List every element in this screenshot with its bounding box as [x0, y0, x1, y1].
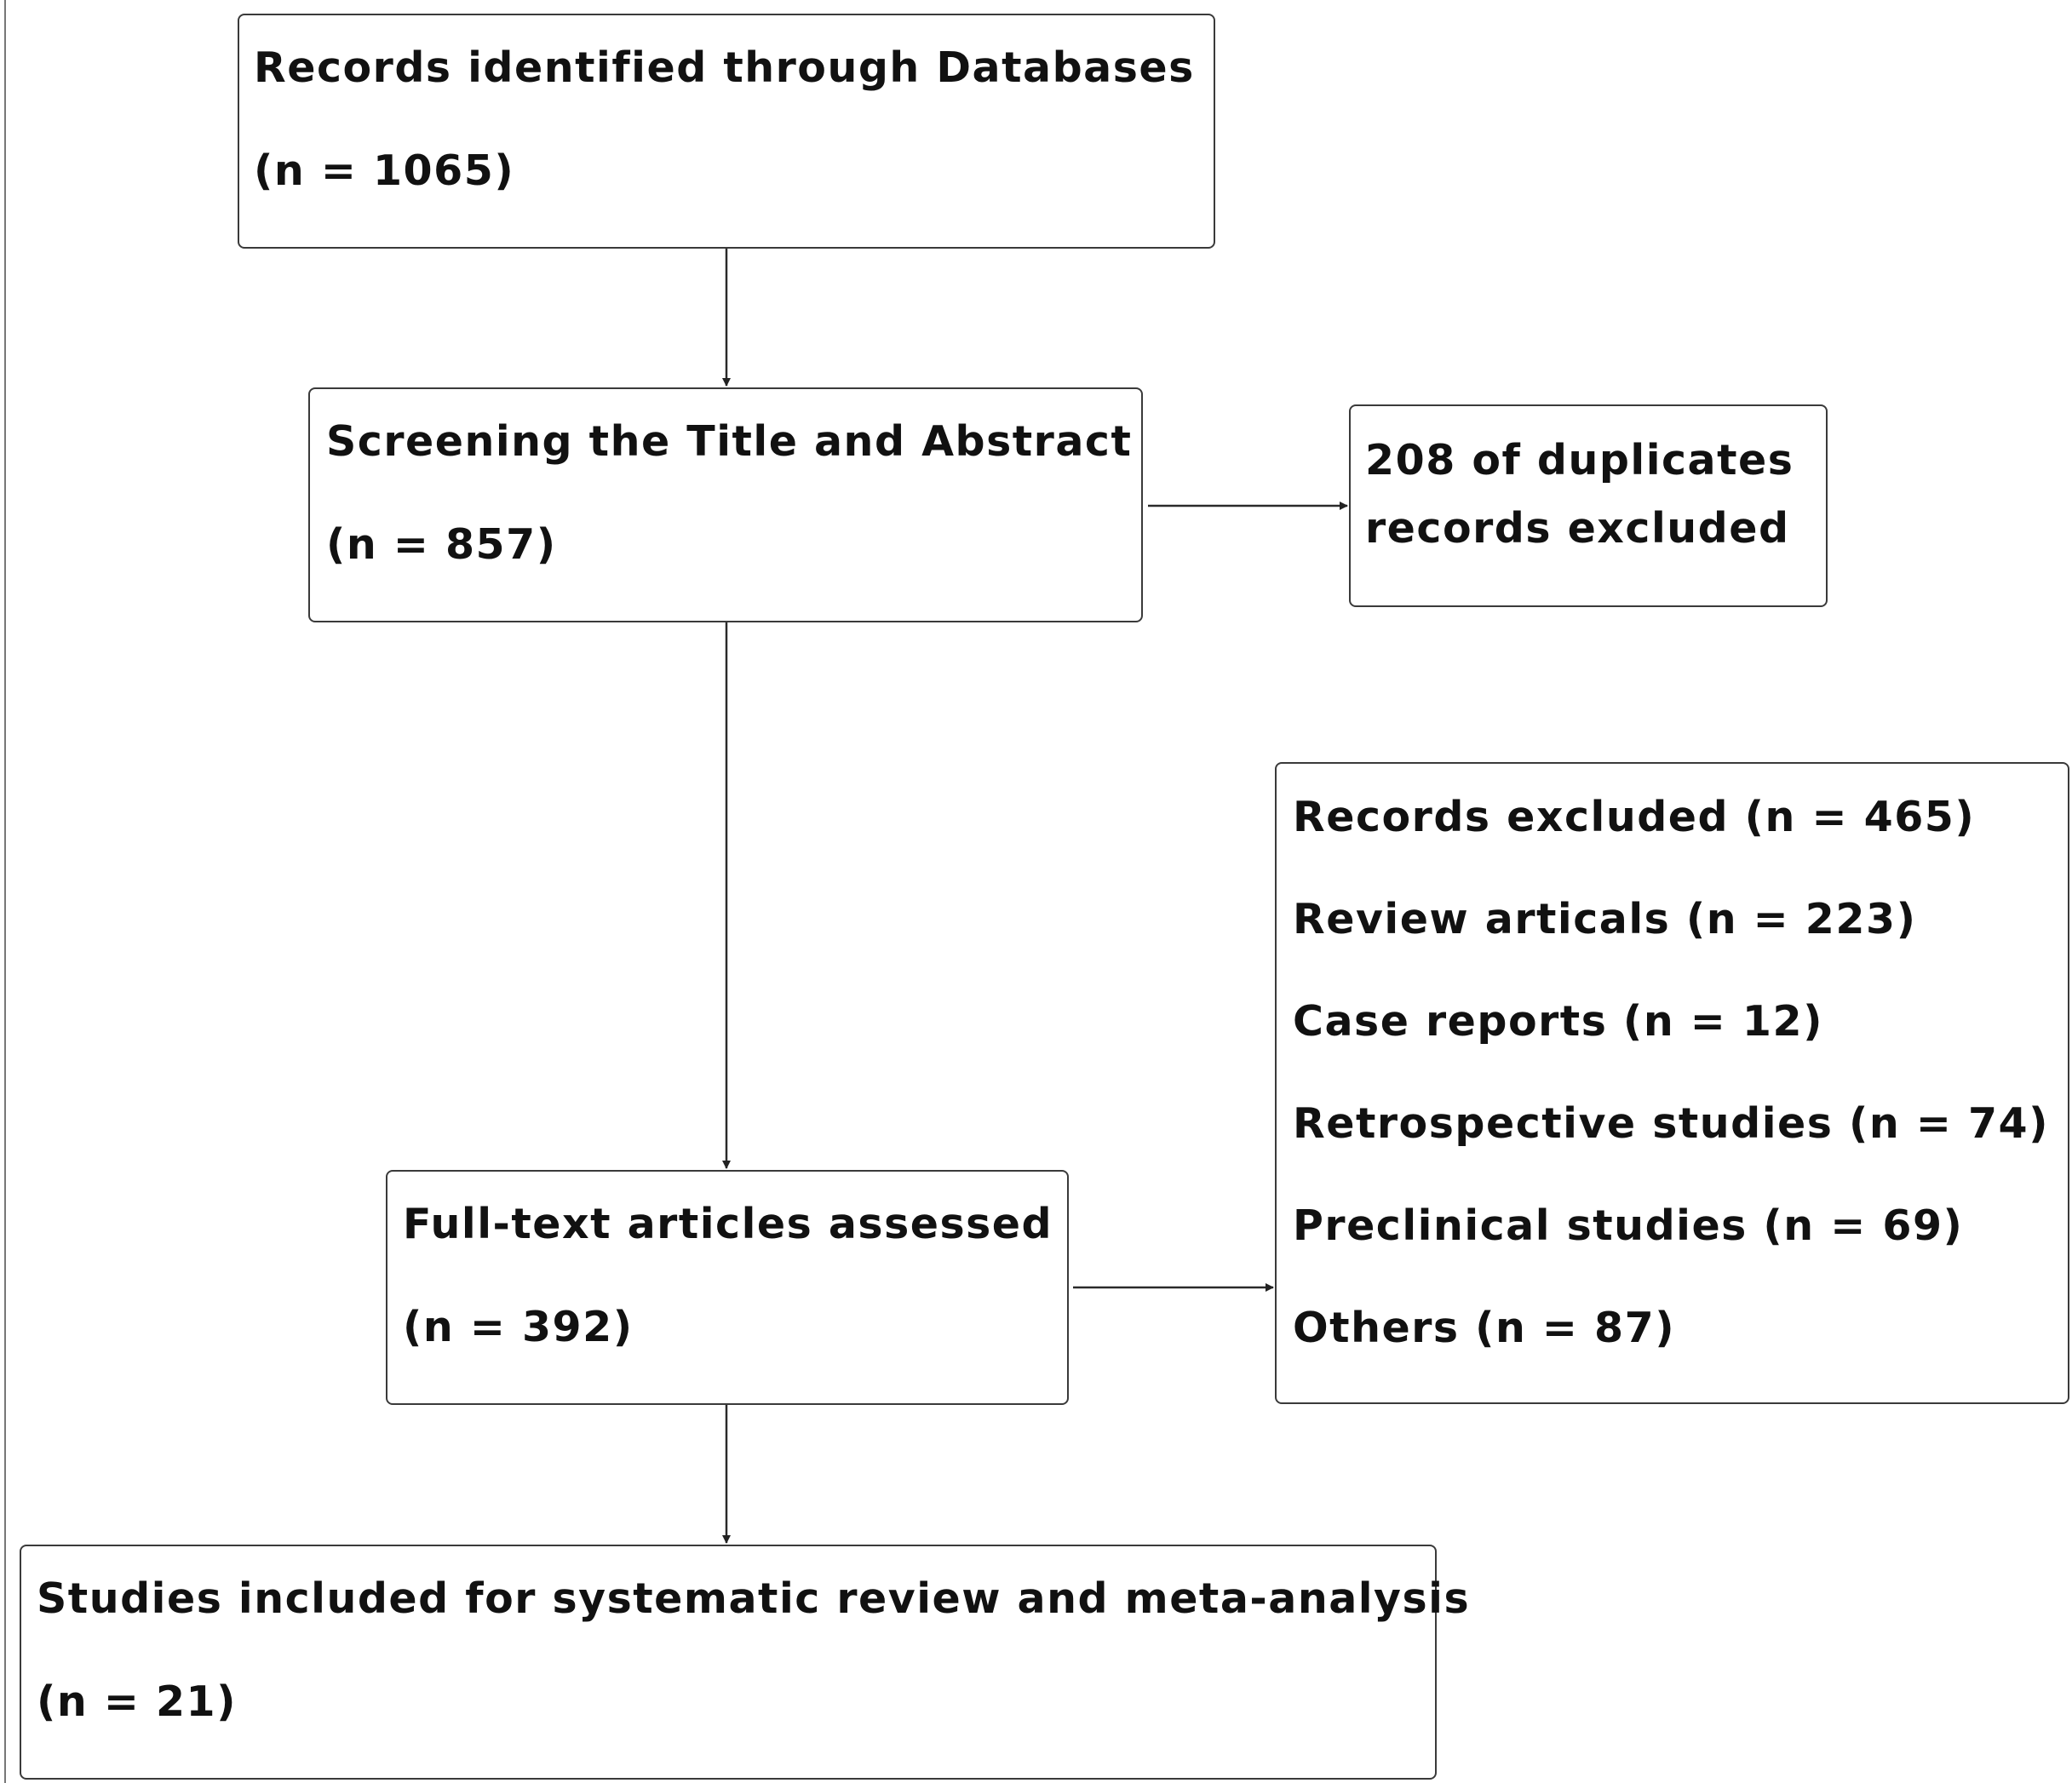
eligibility-title: Full-text articles assessed — [403, 1200, 1053, 1248]
exclusion-item: Records excluded (n = 465) — [1293, 793, 1976, 841]
eligibility-count: (n = 392) — [403, 1303, 634, 1351]
page-left-border — [4, 0, 6, 1783]
identification-count: (n = 1065) — [254, 146, 515, 195]
included-box — [20, 1545, 1437, 1780]
exclusion-reasons-box — [1275, 762, 2069, 1404]
identification-title: Records identified through Databases — [254, 43, 1195, 92]
exclusion-item: Case reports (n = 12) — [1293, 997, 1823, 1046]
duplicates-box — [1349, 404, 1828, 607]
included-title: Studies included for systematic review a… — [37, 1574, 1471, 1623]
identification-box — [238, 14, 1215, 249]
duplicates-line-2: records excluded — [1365, 504, 1790, 553]
exclusion-item: Retrospective studies (n = 74) — [1293, 1099, 2050, 1148]
included-count: (n = 21) — [37, 1677, 238, 1726]
screening-title: Screening the Title and Abstract — [326, 417, 1133, 466]
eligibility-box — [386, 1170, 1069, 1405]
exclusion-item: Review articals (n = 223) — [1293, 895, 1917, 943]
screening-box — [308, 387, 1143, 622]
duplicates-line-1: 208 of duplicates — [1365, 436, 1794, 484]
exclusion-item: Others (n = 87) — [1293, 1304, 1676, 1352]
exclusion-item: Preclinical studies (n = 69) — [1293, 1201, 1964, 1250]
screening-count: (n = 857) — [326, 520, 557, 569]
